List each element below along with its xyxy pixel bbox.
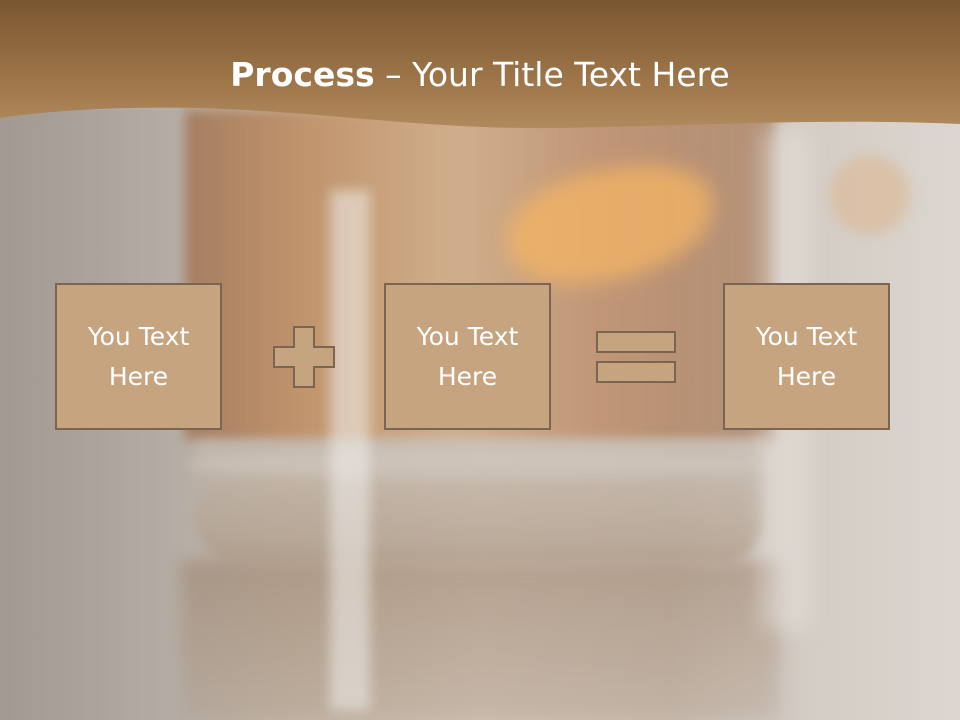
process-box-2-text: You Text Here [416,321,519,391]
process-box-2[interactable]: You Text Here [384,283,551,430]
process-box-3-text: You Text Here [755,321,858,391]
process-box-1-text: You Text Here [87,321,190,391]
title-banner [0,0,960,129]
equals-icon [596,331,676,383]
title-rest: – Your Title Text Here [374,55,730,94]
slide-title: Process – Your Title Text Here [0,52,960,98]
title-bold: Process [230,55,375,94]
process-box-1[interactable]: You Text Here [55,283,222,430]
plus-icon [273,326,335,388]
process-box-3[interactable]: You Text Here [723,283,890,430]
